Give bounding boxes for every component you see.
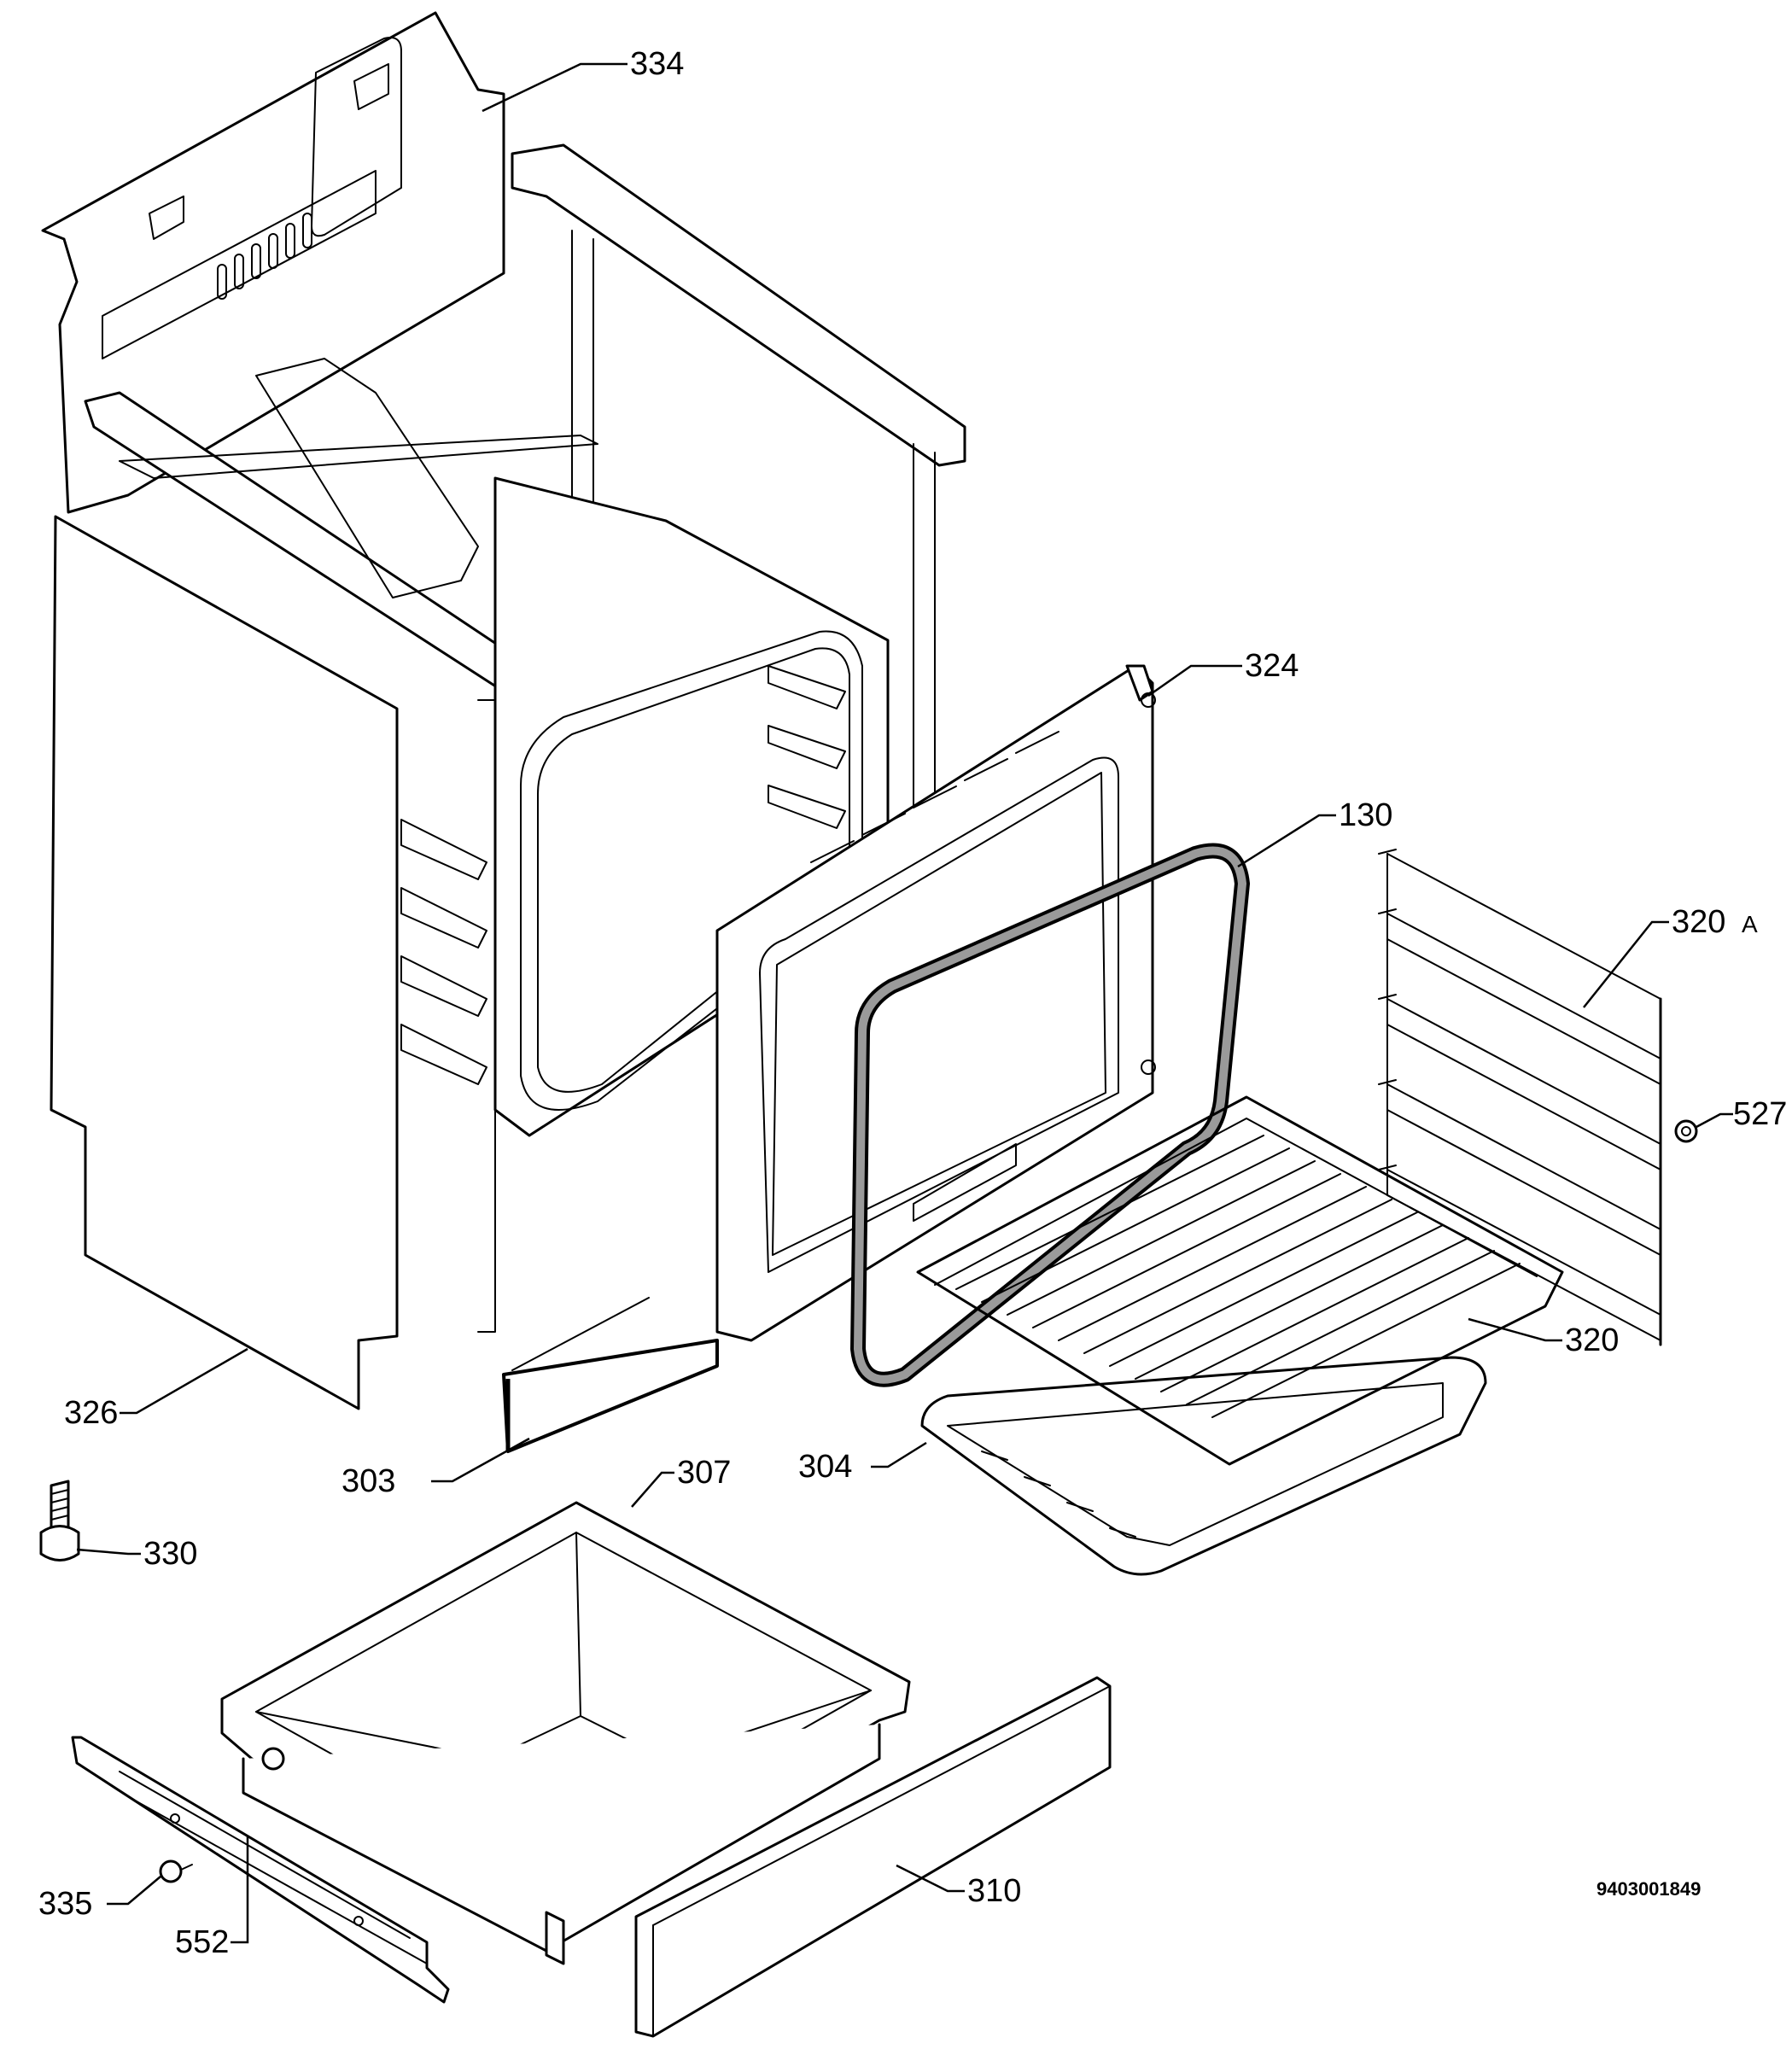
label-307: 307 xyxy=(677,1455,731,1491)
insulation-strip-303[interactable] xyxy=(502,1297,719,1453)
label-320a: 320 xyxy=(1672,904,1725,940)
label-334: 334 xyxy=(630,46,684,82)
side-rack-320A[interactable] xyxy=(1378,849,1662,1346)
drawer-tray-307[interactable] xyxy=(220,1501,911,1965)
drawing-code: 9403001849 xyxy=(1596,1878,1701,1900)
label-130: 130 xyxy=(1339,797,1392,833)
label-330: 330 xyxy=(143,1536,197,1572)
label-320a-suffix: A xyxy=(1742,911,1758,937)
leader-lines xyxy=(76,62,1733,1944)
label-304: 304 xyxy=(798,1449,852,1485)
frame-vent-slots xyxy=(810,731,1059,863)
label-335: 335 xyxy=(38,1886,92,1922)
label-326: 326 xyxy=(64,1395,118,1431)
label-310: 310 xyxy=(967,1873,1021,1909)
screw-335[interactable] xyxy=(159,1859,193,1883)
cavity-side-ribs xyxy=(400,665,846,1085)
drawer-front-310[interactable] xyxy=(634,1676,1112,2038)
nut-527[interactable] xyxy=(1674,1119,1698,1143)
door-seal-130[interactable] xyxy=(850,843,1250,1387)
label-527: 527 xyxy=(1733,1096,1787,1132)
side-panel-326[interactable] xyxy=(50,515,399,1410)
label-303: 303 xyxy=(341,1463,395,1499)
tray-slots xyxy=(981,1451,1136,1538)
label-552: 552 xyxy=(175,1924,229,1960)
drawer-rail-552[interactable] xyxy=(71,1736,450,2004)
part-labels: 334 324 130 320 A 527 320 326 303 307 30… xyxy=(38,46,1787,1960)
leveling-foot-330[interactable] xyxy=(39,1480,80,1562)
baking-tray-304[interactable] xyxy=(920,1356,1487,1576)
label-324: 324 xyxy=(1245,648,1299,684)
vent-slots xyxy=(217,213,312,300)
front-frame-324[interactable] xyxy=(715,664,1156,1342)
shelf-wires xyxy=(955,1135,1521,1418)
rear-panel-334[interactable] xyxy=(41,11,505,514)
label-320: 320 xyxy=(1565,1322,1619,1358)
